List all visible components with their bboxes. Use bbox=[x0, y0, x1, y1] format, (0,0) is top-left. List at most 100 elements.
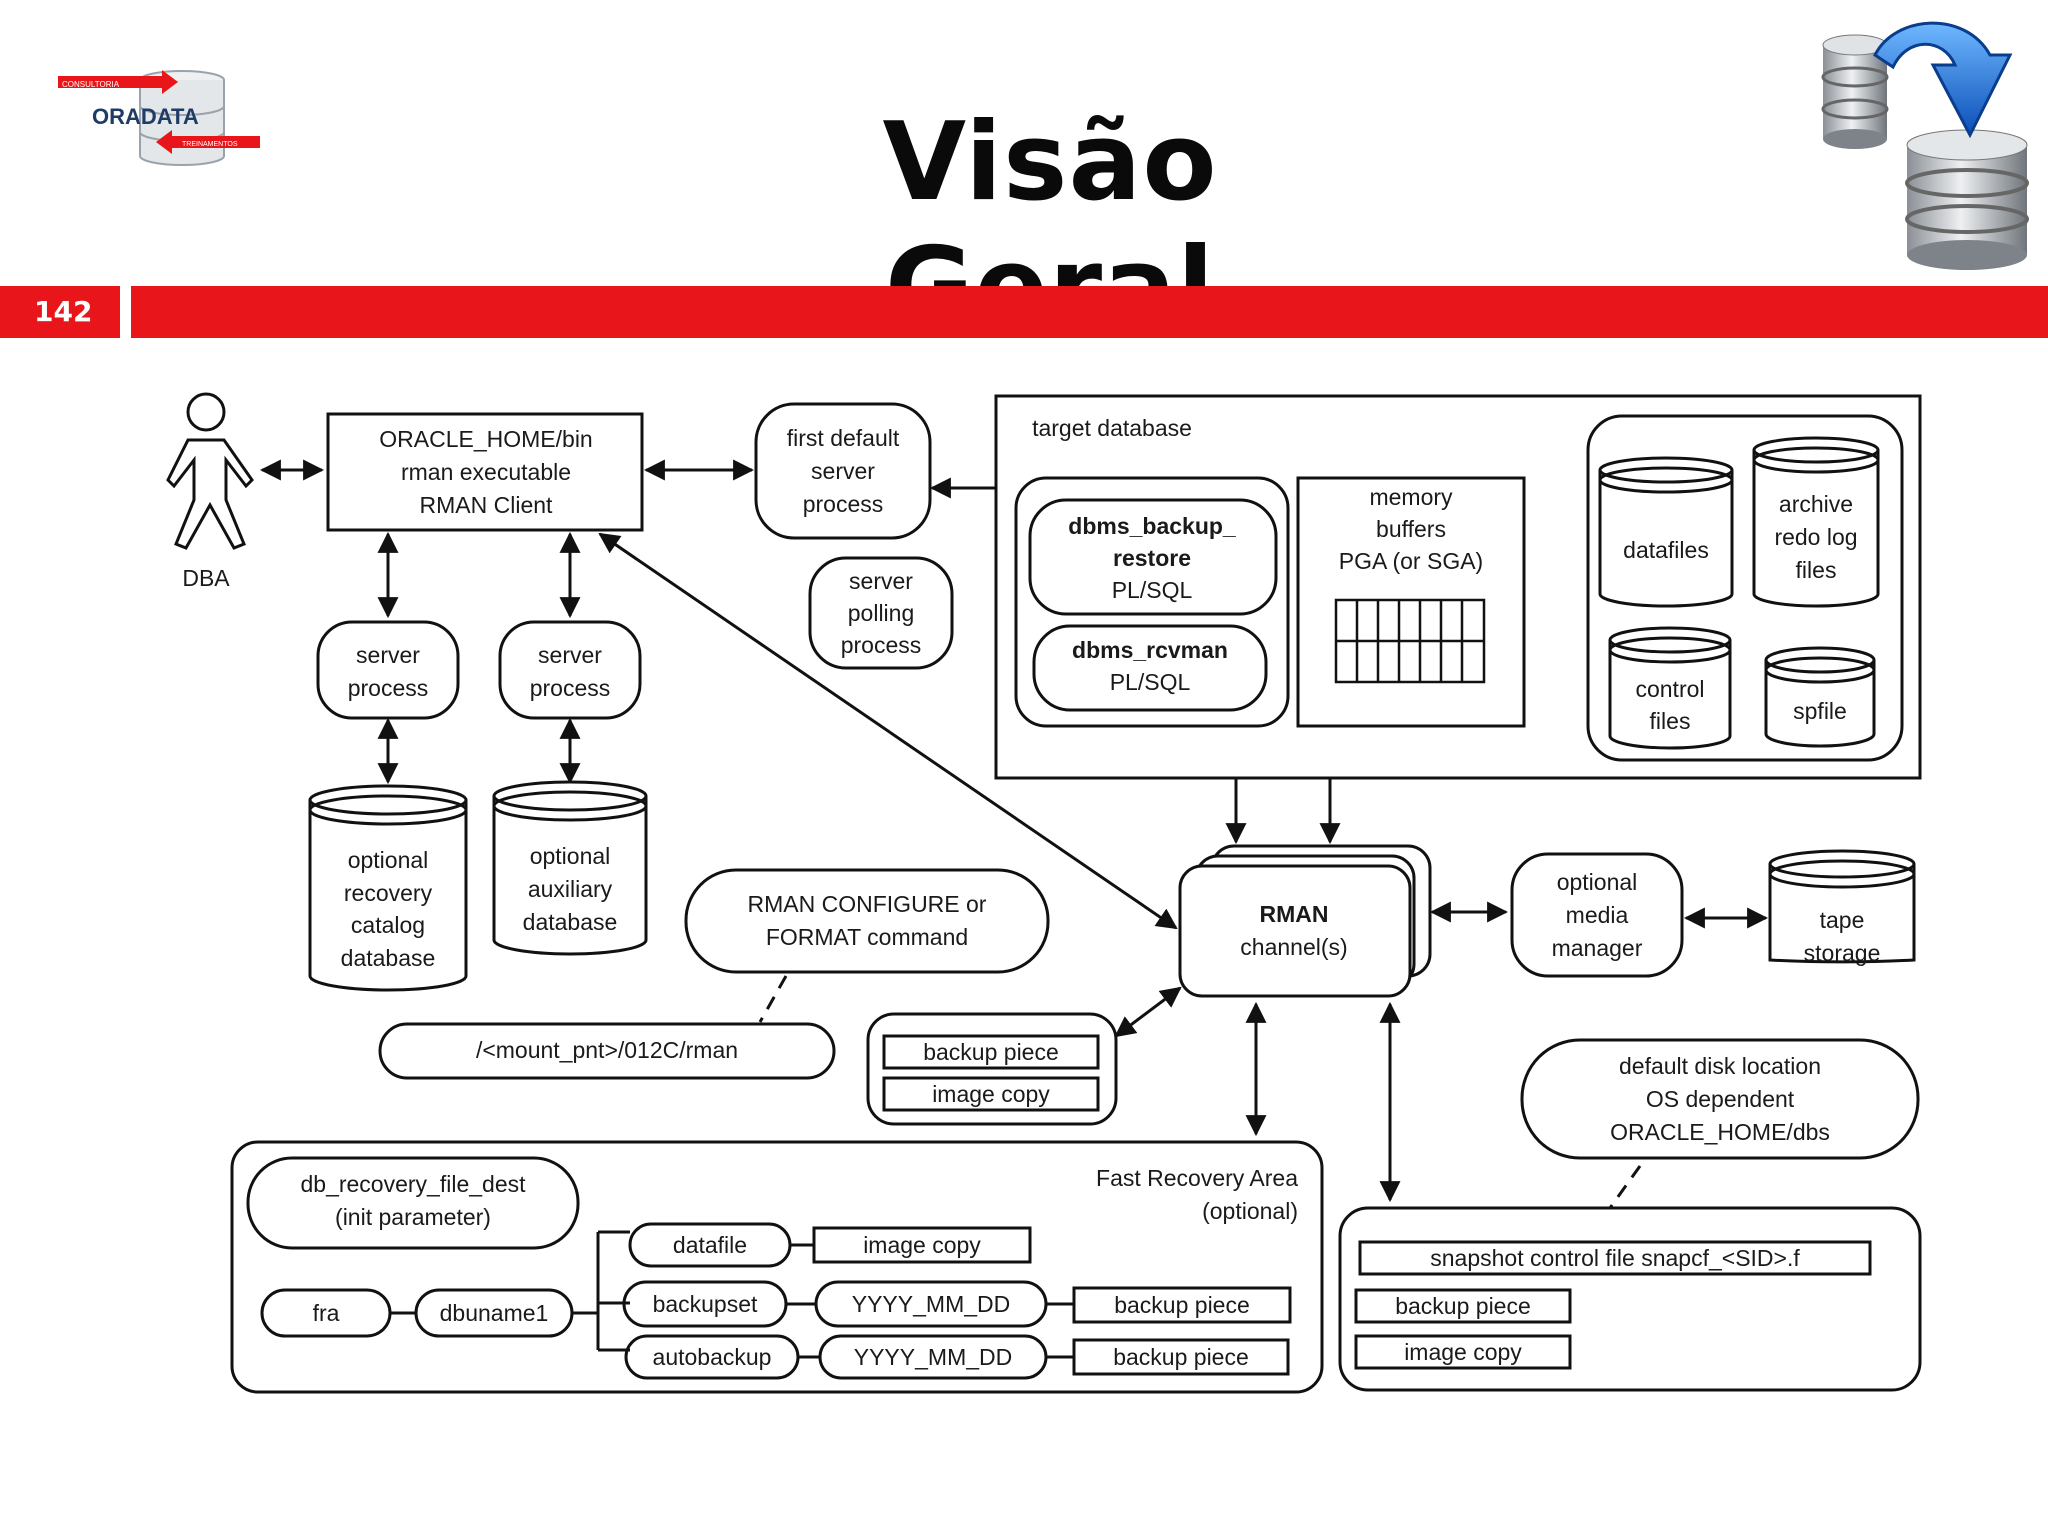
fra-node-links-1 bbox=[786, 1243, 820, 1359]
fra-backup-piece-box-2 bbox=[1072, 1338, 1290, 1376]
default-disk-line-2: OS dependent bbox=[1646, 1086, 1795, 1112]
media-manager-line-3: manager bbox=[1552, 935, 1643, 961]
autobackup-node-label: autobackup bbox=[653, 1344, 772, 1370]
snapshot-control-file-box bbox=[1358, 1240, 1872, 1276]
dbs-image-copy-label: image copy bbox=[1404, 1339, 1522, 1365]
logo-tag-top: CONSULTORIA bbox=[62, 80, 120, 89]
tape-storage-cylinder bbox=[1768, 849, 1916, 964]
server-process-1-line-1: server bbox=[356, 642, 420, 668]
database-files-box bbox=[1586, 414, 1904, 762]
spfile-label: spfile bbox=[1793, 698, 1847, 724]
catalog-db-line-3: catalog bbox=[351, 912, 425, 938]
logo-tag-bottom: TREINAMENTOS bbox=[182, 141, 238, 148]
first-server-line-3: process bbox=[803, 491, 884, 517]
rman-channel-box bbox=[1178, 864, 1412, 998]
auxiliary-database-cylinder bbox=[492, 780, 648, 956]
fra-backup-piece-2-label: backup piece bbox=[1113, 1344, 1249, 1370]
fra-backup-piece-box-1 bbox=[1072, 1286, 1292, 1324]
aux-db-line-1: optional bbox=[530, 843, 611, 869]
memory-line-1: memory bbox=[1369, 484, 1453, 510]
database-restore-icon bbox=[1821, 21, 2029, 270]
fast-recovery-area-box bbox=[230, 1140, 1324, 1394]
plsql-packages-box bbox=[1014, 476, 1290, 728]
small-db-stack bbox=[1821, 34, 1889, 149]
spfile-cylinder bbox=[1764, 646, 1876, 748]
archive-line-3: files bbox=[1796, 557, 1837, 583]
media-manager-line-2: media bbox=[1566, 902, 1629, 928]
dbuname-node-label: dbuname1 bbox=[440, 1300, 549, 1326]
control-files-cylinder bbox=[1608, 626, 1732, 750]
title-underline-bar bbox=[131, 286, 2048, 338]
server-process-1-line-2: process bbox=[348, 675, 429, 701]
server-process-box-1 bbox=[316, 620, 460, 720]
rman-client-line-1: ORACLE_HOME/bin bbox=[379, 426, 592, 452]
rman-client-box bbox=[326, 412, 644, 532]
mount-path-label: /<mount_pnt>/012C/rman bbox=[476, 1037, 738, 1063]
aux-db-line-2: auxiliary bbox=[528, 876, 613, 902]
fra-node-label: fra bbox=[313, 1300, 340, 1326]
fra-label-line-2: (optional) bbox=[1202, 1198, 1298, 1224]
mount-image-copy-label: image copy bbox=[932, 1081, 1050, 1107]
db-recovery-file-dest-box bbox=[246, 1156, 580, 1250]
default-dbs-area-box bbox=[1338, 1206, 1922, 1392]
datafile-node-label: datafile bbox=[673, 1232, 747, 1258]
dbms-rcvman-line-2: PL/SQL bbox=[1110, 669, 1191, 695]
logo-arrow-top bbox=[58, 70, 178, 94]
server-process-2-line-1: server bbox=[538, 642, 602, 668]
first-server-line-1: first default bbox=[787, 425, 900, 451]
logo-wordmark: ORADATA bbox=[92, 104, 199, 129]
snapshot-control-file-label: snapshot control file snapcf_<SID>.f bbox=[1430, 1245, 1800, 1271]
dba-person-icon bbox=[166, 392, 254, 550]
default-disk-location-box bbox=[1520, 1038, 1920, 1160]
archive-line-2: redo log bbox=[1774, 524, 1857, 550]
large-db-stack bbox=[1905, 129, 2029, 270]
polling-process-box bbox=[808, 556, 954, 670]
fra-backup-piece-1-label: backup piece bbox=[1114, 1292, 1250, 1318]
dbuname-branch-lines bbox=[572, 1230, 630, 1352]
db-recovery-line-2: (init parameter) bbox=[335, 1204, 491, 1230]
dbms-backup-restore-box bbox=[1028, 498, 1278, 616]
backupset-node-label: backupset bbox=[653, 1291, 758, 1317]
target-database-label: target database bbox=[1032, 415, 1192, 441]
datafiles-label: datafiles bbox=[1623, 537, 1709, 563]
mount-image-copy-box bbox=[882, 1076, 1100, 1112]
yyyy-node-2-label: YYYY_MM_DD bbox=[854, 1344, 1012, 1370]
channel-line-2: channel(s) bbox=[1240, 934, 1347, 960]
dbs-image-copy-box bbox=[1354, 1334, 1572, 1370]
polling-line-2: polling bbox=[848, 600, 915, 626]
catalog-database-cylinder bbox=[308, 784, 468, 992]
dba-label: DBA bbox=[182, 565, 230, 591]
datafiles-cylinder bbox=[1598, 456, 1734, 608]
channel-line-1: RMAN bbox=[1260, 901, 1329, 927]
fra-image-copy-label: image copy bbox=[863, 1232, 981, 1258]
media-manager-line-1: optional bbox=[1557, 869, 1638, 895]
default-disk-line-1: default disk location bbox=[1619, 1053, 1821, 1079]
dbms-backup-line-1: dbms_backup_ bbox=[1068, 513, 1236, 539]
server-process-box-2 bbox=[498, 620, 642, 720]
dbms-rcvman-box bbox=[1032, 624, 1268, 712]
tape-line-2: storage bbox=[1804, 940, 1881, 966]
archive-redo-cylinder bbox=[1752, 436, 1880, 608]
memory-line-2: buffers bbox=[1376, 516, 1446, 542]
dbms-rcvman-line-1: dbms_rcvman bbox=[1072, 637, 1228, 663]
fra-image-copy-box bbox=[812, 1226, 1032, 1264]
db-recovery-line-1: db_recovery_file_dest bbox=[300, 1171, 526, 1197]
fra-label-line-1: Fast Recovery Area bbox=[1096, 1165, 1298, 1191]
logo-arrow-bottom bbox=[156, 130, 260, 154]
dbms-backup-line-2: restore bbox=[1113, 545, 1191, 571]
mount-backup-piece-box bbox=[882, 1034, 1100, 1070]
catalog-db-line-2: recovery bbox=[344, 880, 433, 906]
first-server-line-2: server bbox=[811, 458, 875, 484]
default-disk-line-3: ORACLE_HOME/dbs bbox=[1610, 1119, 1830, 1145]
aux-db-line-3: database bbox=[523, 909, 618, 935]
memory-line-3: PGA (or SGA) bbox=[1339, 548, 1483, 574]
media-manager-box bbox=[1510, 852, 1684, 978]
server-process-2-line-2: process bbox=[530, 675, 611, 701]
control-line-2: files bbox=[1650, 708, 1691, 734]
archive-line-1: archive bbox=[1779, 491, 1853, 517]
catalog-db-line-1: optional bbox=[348, 847, 429, 873]
rman-client-line-3: RMAN Client bbox=[420, 492, 554, 518]
mount-path-box bbox=[378, 1022, 836, 1080]
control-line-1: control bbox=[1635, 676, 1704, 702]
